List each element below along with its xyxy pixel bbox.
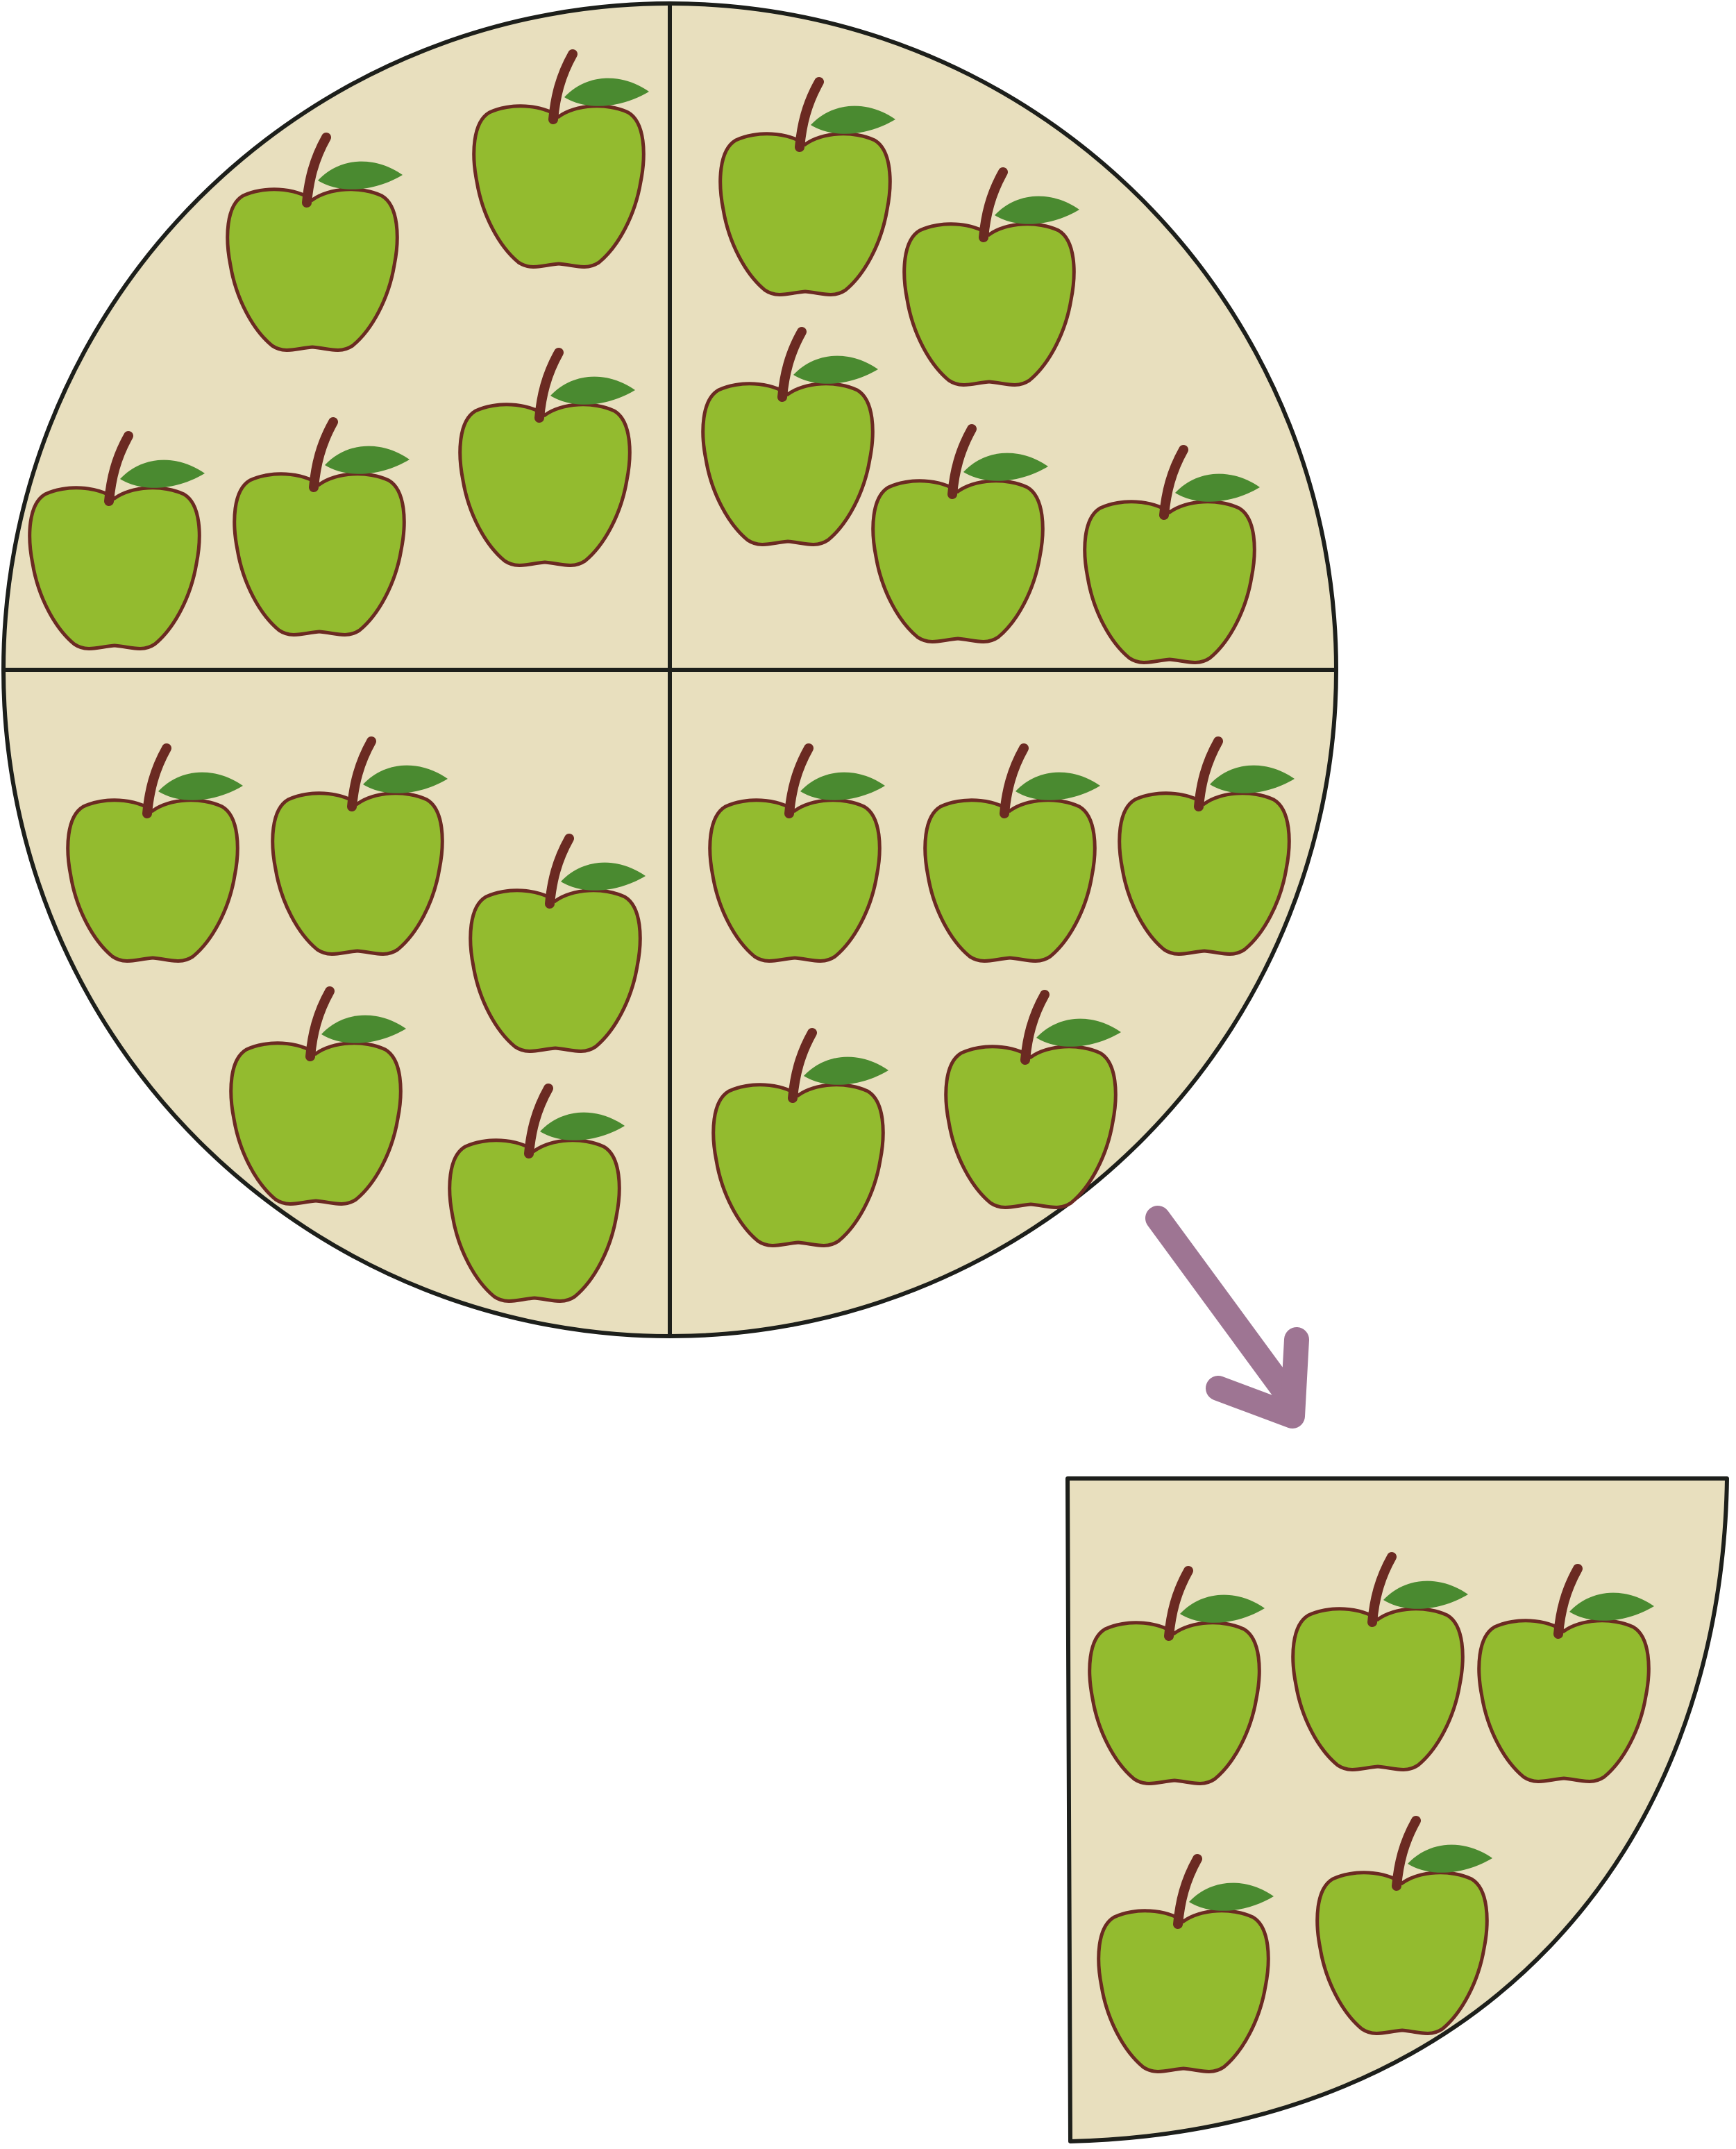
arrow-shaft	[1145, 1206, 1300, 1408]
arrow-icon	[1145, 1206, 1309, 1429]
detached-quarter	[1065, 1476, 1729, 2143]
whole-circle	[1, 1, 1338, 1338]
arrow-head	[1206, 1327, 1309, 1429]
